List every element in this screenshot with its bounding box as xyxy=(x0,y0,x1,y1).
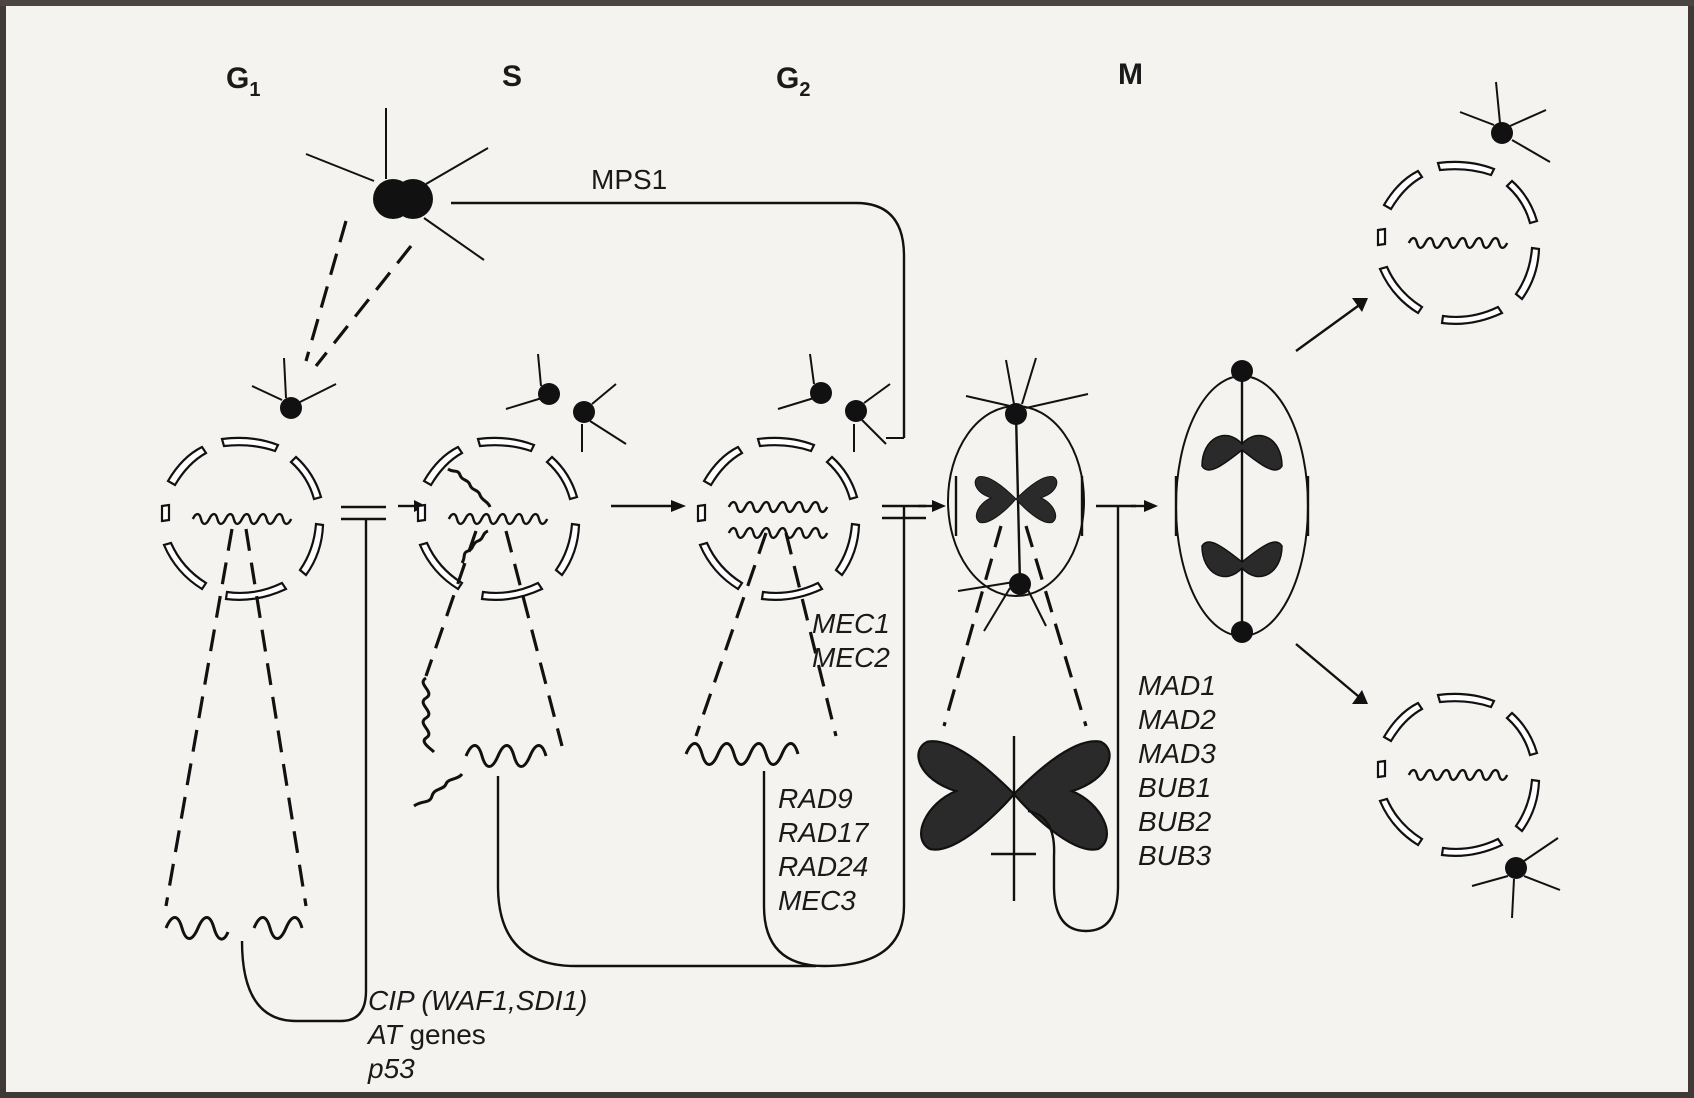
m-gene-mad2: MAD2 xyxy=(1138,704,1216,735)
g2-damaged-dna xyxy=(686,744,798,765)
cell-cycle-checkpoint-diagram: G1 S G2 M MPS1 CIP (WAF1,SDI1) AT genes … xyxy=(6,6,1688,1092)
figure-panel: G1 S G2 M MPS1 CIP (WAF1,SDI1) AT genes … xyxy=(6,6,1688,1092)
g2-gene-rad24: RAD24 xyxy=(778,851,868,882)
phase-label-g1: G1 xyxy=(226,62,260,101)
g1-centrosome xyxy=(252,358,336,419)
g1-nucleus xyxy=(162,438,323,600)
duplicated-centrosome xyxy=(306,108,488,260)
m-gene-mad1: MAD1 xyxy=(1138,670,1216,701)
m-checkpoint-line xyxy=(1028,506,1118,931)
g2-gene-rad9: RAD9 xyxy=(778,783,853,814)
s-centrosomes xyxy=(506,354,626,452)
anaphase-spindle xyxy=(1176,360,1308,643)
g1-gene-1: CIP (WAF1,SDI1) xyxy=(368,985,587,1016)
m-gene-bub3: BUB3 xyxy=(1138,840,1212,871)
m-gene-mad3: MAD3 xyxy=(1138,738,1216,769)
g1-gene-2: AT genes xyxy=(366,1019,486,1050)
mps1-label: MPS1 xyxy=(591,164,667,195)
g2-gene-mec3: MEC3 xyxy=(778,885,856,916)
g2-gene-mec2: MEC2 xyxy=(812,642,890,673)
s-nucleus xyxy=(418,438,579,600)
daughter-cell-bottom xyxy=(1378,694,1539,856)
mitotic-chromosome xyxy=(918,736,1109,901)
zoom-line xyxy=(316,246,411,366)
mps1-pathway-line xyxy=(451,203,904,438)
metaphase-spindle xyxy=(948,358,1088,631)
s-replicating-dna xyxy=(414,678,462,806)
g2-nucleus xyxy=(698,438,859,600)
g1-damaged-dna xyxy=(166,918,302,940)
m-gene-bub1: BUB1 xyxy=(1138,772,1211,803)
zoom-line xyxy=(306,221,346,361)
g2-centrosomes xyxy=(778,354,890,452)
g2-gene-mec1: MEC1 xyxy=(812,608,890,639)
daughter-cell-top xyxy=(1378,162,1539,324)
g2-gene-rad17: RAD17 xyxy=(778,817,870,848)
phase-label-g2: G2 xyxy=(776,62,810,101)
phase-label-s: S xyxy=(502,60,522,93)
daughter-centrosome-top xyxy=(1460,82,1550,162)
g1-gene-3: p53 xyxy=(367,1053,415,1084)
s-checkpoint-line xyxy=(498,776,816,966)
phase-label-m: M xyxy=(1118,58,1143,91)
m-gene-bub2: BUB2 xyxy=(1138,806,1212,837)
